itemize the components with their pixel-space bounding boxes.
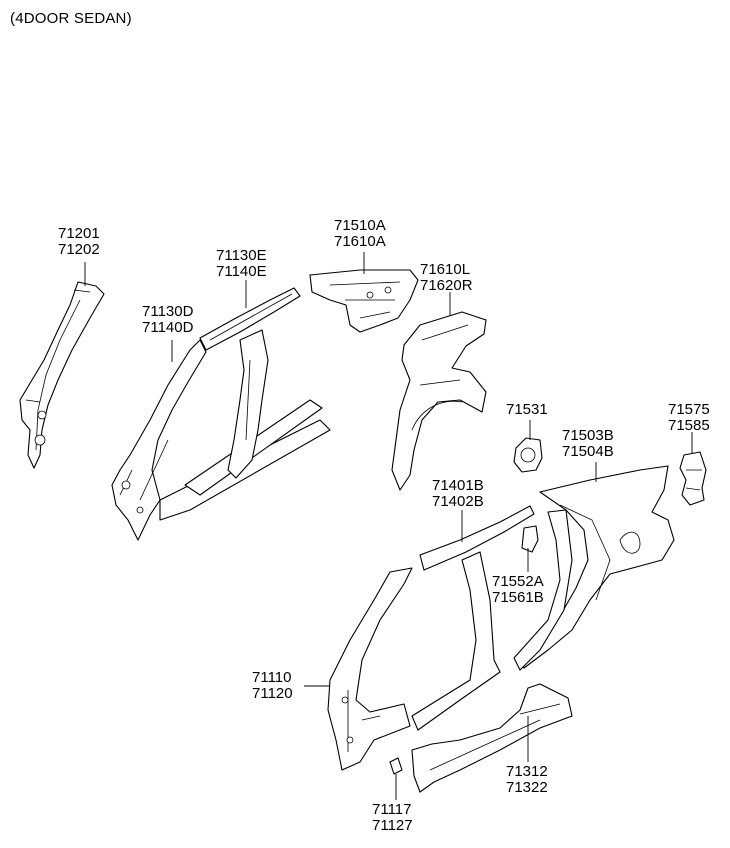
tail-extension-part xyxy=(679,451,707,506)
label-sill-outer: 71312 71322 xyxy=(506,764,548,796)
part-number: 71202 xyxy=(58,241,100,258)
label-roof-rail: 71130E 71140E xyxy=(216,248,267,280)
rear-panel-upper-part xyxy=(309,269,419,333)
part-number: 71620R xyxy=(420,277,473,294)
quarter-outer-part xyxy=(515,465,675,669)
diagram-caption: (4DOOR SEDAN) xyxy=(10,10,132,27)
part-number: 71130D xyxy=(142,303,194,320)
label-a-pillar-inner: 71201 71202 xyxy=(58,226,100,258)
label-roof-rail-outer: 71401B 71402B xyxy=(432,478,484,510)
part-number: 71575 xyxy=(668,401,710,418)
part-number: 71117 xyxy=(372,801,412,818)
clip-part xyxy=(389,757,403,775)
part-number: 71504B xyxy=(562,443,614,460)
part-number: 71510A xyxy=(334,217,386,234)
a-pillar-inner-part xyxy=(19,281,105,469)
front-pillar-part xyxy=(111,329,331,541)
fuel-lid-part xyxy=(513,437,543,473)
label-bracket: 71552A 71561B xyxy=(492,574,544,606)
label-clip: 71117 71127 xyxy=(372,802,413,834)
part-number: 71561B xyxy=(492,589,544,606)
label-wheel-house: 71610L 71620R xyxy=(420,262,473,294)
label-side-outer: 71110 71120 xyxy=(252,670,293,702)
roof-rail-part xyxy=(199,287,301,351)
part-number: 71110 xyxy=(252,669,292,686)
part-number: 71322 xyxy=(506,779,548,796)
part-number: 71130E xyxy=(216,247,267,264)
part-number: 71531 xyxy=(506,401,548,418)
label-rear-panel-upper: 71510A 71610A xyxy=(334,218,386,250)
label-tail-extension: 71575 71585 xyxy=(668,402,710,434)
part-number: 71140E xyxy=(216,263,267,280)
part-number: 71610L xyxy=(420,261,471,278)
part-number: 71127 xyxy=(372,817,413,834)
roof-rail-outer-part xyxy=(419,505,535,571)
part-number: 71140D xyxy=(142,319,194,336)
part-number: 71402B xyxy=(432,493,484,510)
label-front-pillar: 71130D 71140D xyxy=(142,304,193,336)
sill-outer-part xyxy=(411,683,573,793)
label-fuel-lid: 71531 xyxy=(506,402,548,418)
side-outer-part xyxy=(327,509,573,771)
part-number: 71503B xyxy=(562,427,614,444)
label-quarter-outer: 71503B 71504B xyxy=(562,428,614,460)
part-number: 71312 xyxy=(506,763,548,780)
leader-lines xyxy=(84,252,693,800)
part-number: 71585 xyxy=(668,417,710,434)
part-number: 71610A xyxy=(334,233,386,250)
part-number: 71201 xyxy=(58,225,100,242)
bracket-part xyxy=(521,525,539,553)
part-number: 71120 xyxy=(252,685,293,702)
part-number: 71552A xyxy=(492,573,544,590)
part-number: 71401B xyxy=(432,477,484,494)
wheel-house-part xyxy=(391,311,487,491)
